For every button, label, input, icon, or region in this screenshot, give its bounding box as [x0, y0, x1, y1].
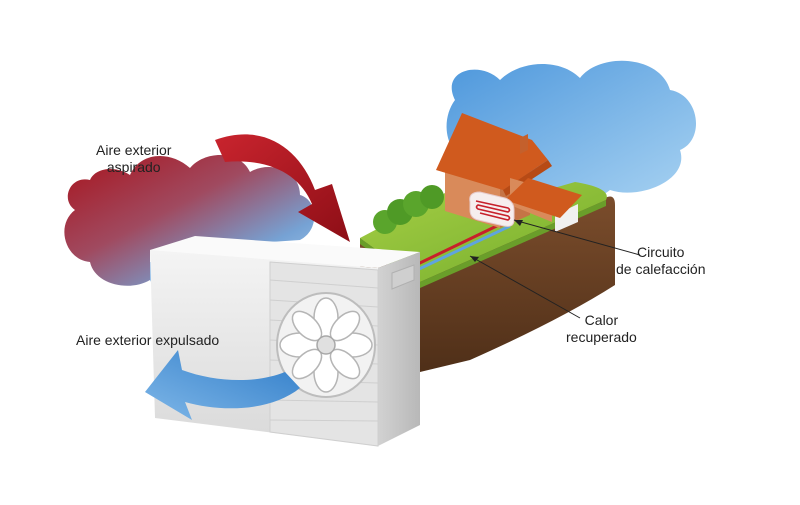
exhaust-label-text: Aire exterior expulsado [76, 332, 220, 348]
recovered-heat-line2: recuperado [566, 329, 637, 345]
floor-coil [475, 200, 511, 221]
fan-icon [276, 292, 376, 398]
intake-label: Aire exterior aspirado [96, 142, 171, 176]
intake-arrow [215, 134, 350, 242]
recovered-heat-line1: Calor [584, 312, 619, 328]
intake-label-line1: Aire exterior [96, 142, 172, 158]
hedge [373, 185, 444, 234]
heating-circuit-line1: Circuito [637, 244, 685, 260]
heating-circuit-line2: de calefacción [616, 261, 706, 277]
exhaust-label: Aire exterior expulsado [76, 332, 219, 349]
house-icon [436, 113, 582, 232]
heating-circuit-label: Circuito de calefacción [616, 244, 706, 278]
recovered-heat-label: Calor recuperado [566, 312, 637, 346]
callout-lines [469, 219, 641, 319]
exhaust-arrow [145, 350, 300, 420]
intake-label-line2: aspirado [106, 159, 161, 175]
